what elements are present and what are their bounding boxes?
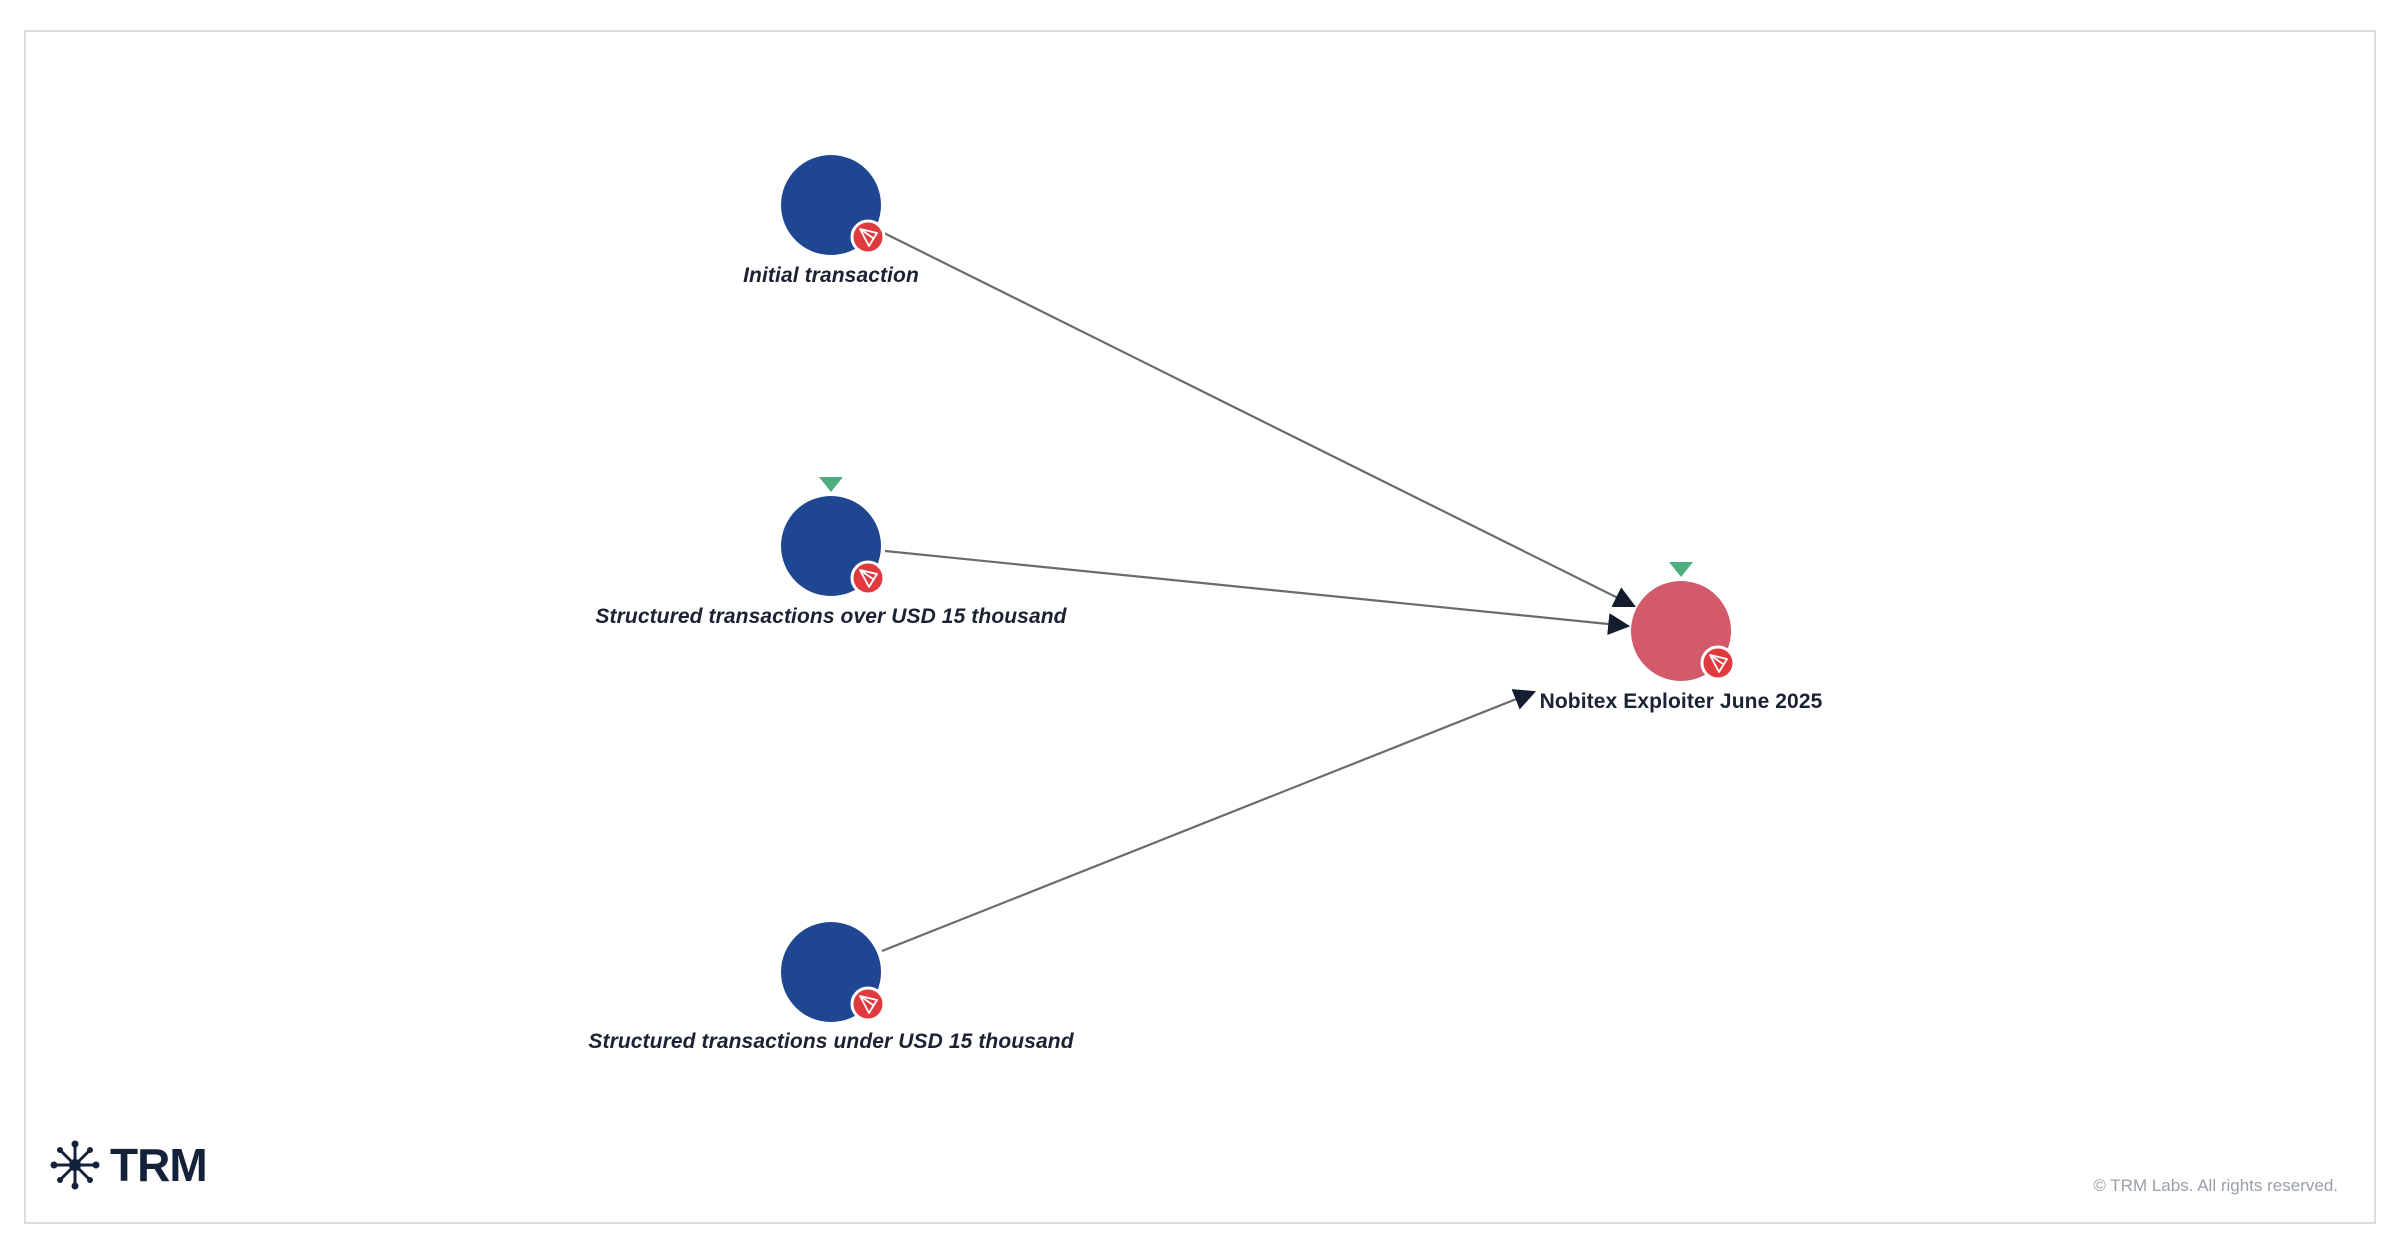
node-structured-under[interactable] bbox=[781, 922, 886, 1022]
copyright-notice: © TRM Labs. All rights reserved. bbox=[2093, 1176, 2338, 1195]
node-initial-transaction[interactable] bbox=[781, 155, 886, 255]
flag-marker-icon bbox=[819, 477, 843, 492]
edge-under-to-exploiter[interactable] bbox=[881, 689, 1537, 953]
tron-icon bbox=[1700, 645, 1736, 681]
trm-logo: TRM bbox=[50, 1139, 208, 1191]
logo-wordmark: TRM bbox=[110, 1139, 208, 1191]
node-structured-over[interactable] bbox=[781, 477, 886, 596]
node-label-exploiter: Nobitex Exploiter June 2025 bbox=[1539, 690, 1823, 713]
tron-icon bbox=[850, 986, 886, 1022]
tron-icon bbox=[850, 219, 886, 255]
node-nobitex-exploiter[interactable] bbox=[1631, 562, 1736, 681]
node-label-initial: Initial transaction bbox=[743, 264, 919, 287]
edge-over-to-exploiter[interactable] bbox=[884, 549, 1631, 635]
node-label-under: Structured transactions under USD 15 tho… bbox=[588, 1030, 1074, 1053]
edge-initial-to-exploiter[interactable] bbox=[881, 231, 1636, 608]
node-label-over: Structured transactions over USD 15 thou… bbox=[595, 605, 1067, 628]
diagram-frame bbox=[24, 30, 2376, 1224]
flag-marker-icon bbox=[1669, 562, 1693, 577]
trm-network-icon bbox=[50, 1140, 100, 1190]
tron-icon bbox=[850, 560, 886, 596]
